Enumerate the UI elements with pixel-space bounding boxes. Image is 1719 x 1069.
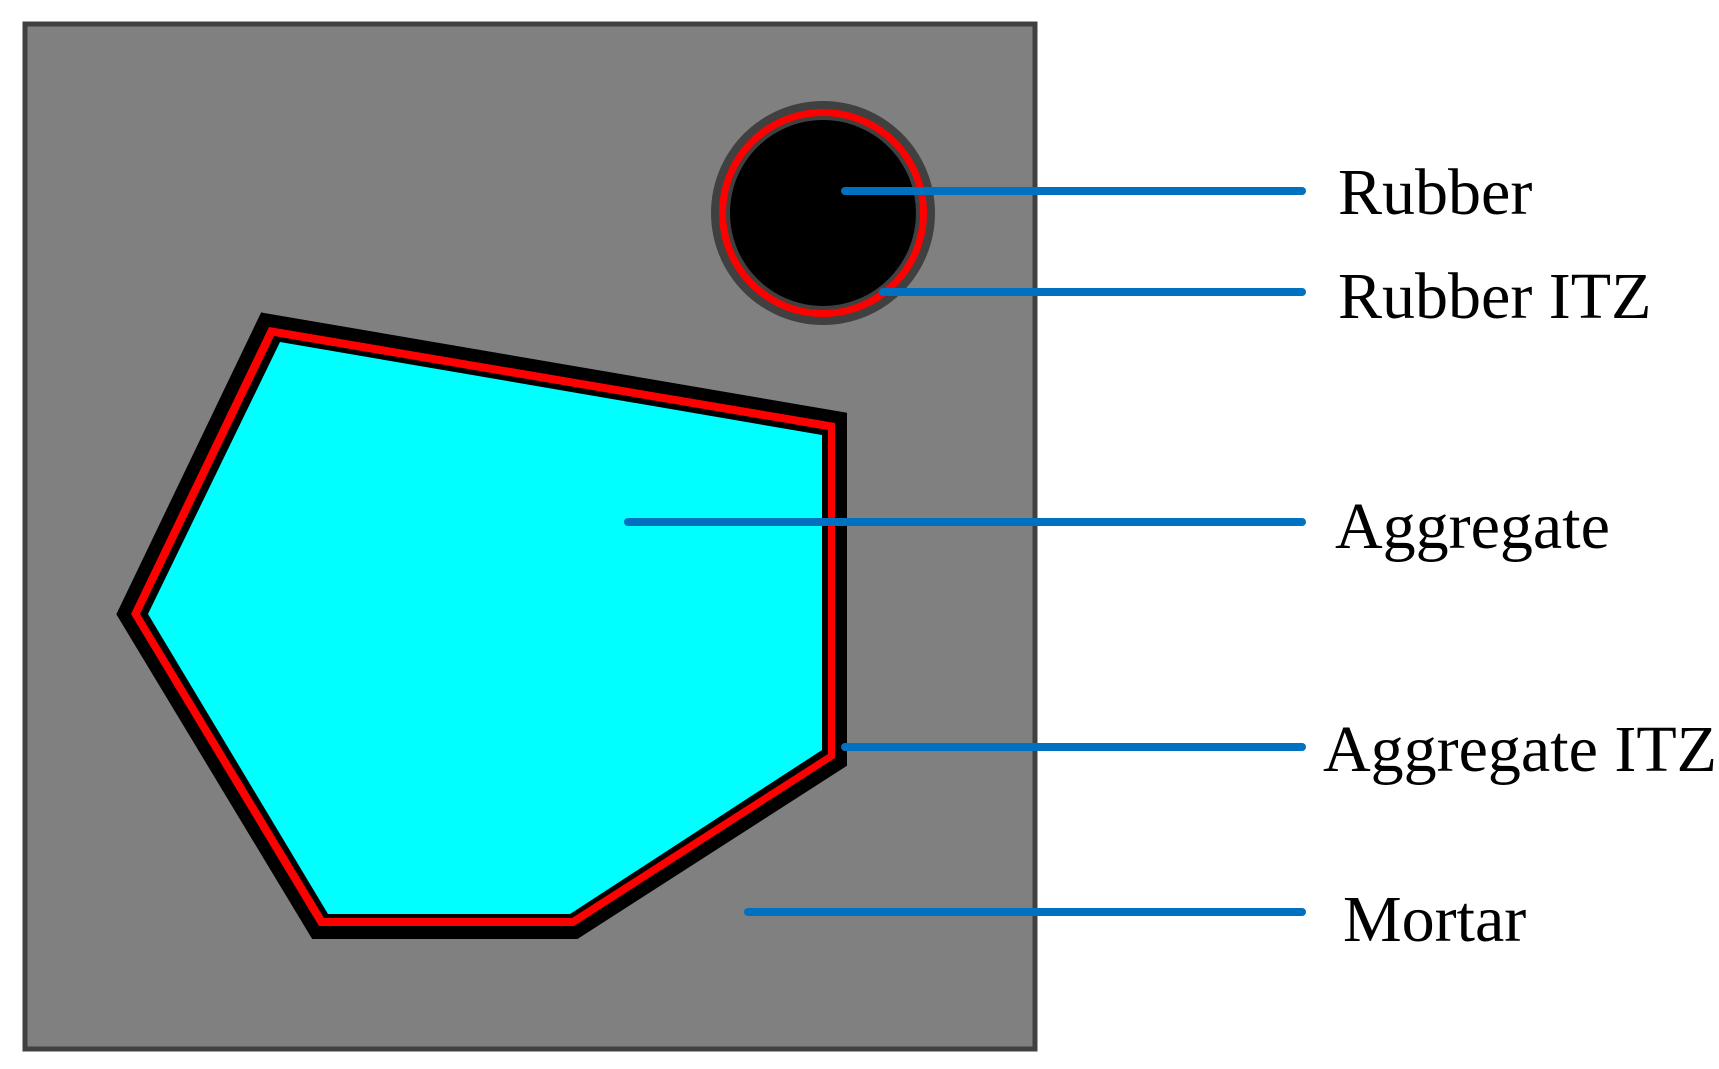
label-rubber: Rubber xyxy=(1338,156,1532,229)
label-rubber-itz: Rubber ITZ xyxy=(1338,260,1651,333)
rubber-particle xyxy=(711,101,935,325)
label-aggregate: Aggregate xyxy=(1335,490,1610,563)
leader-lines xyxy=(624,187,1306,916)
label-mortar: Mortar xyxy=(1343,883,1526,956)
label-aggregate-itz: Aggregate ITZ xyxy=(1323,713,1717,786)
aggregate-particle xyxy=(116,312,847,939)
rubber-core xyxy=(730,120,916,306)
aggregate-core xyxy=(148,342,822,914)
